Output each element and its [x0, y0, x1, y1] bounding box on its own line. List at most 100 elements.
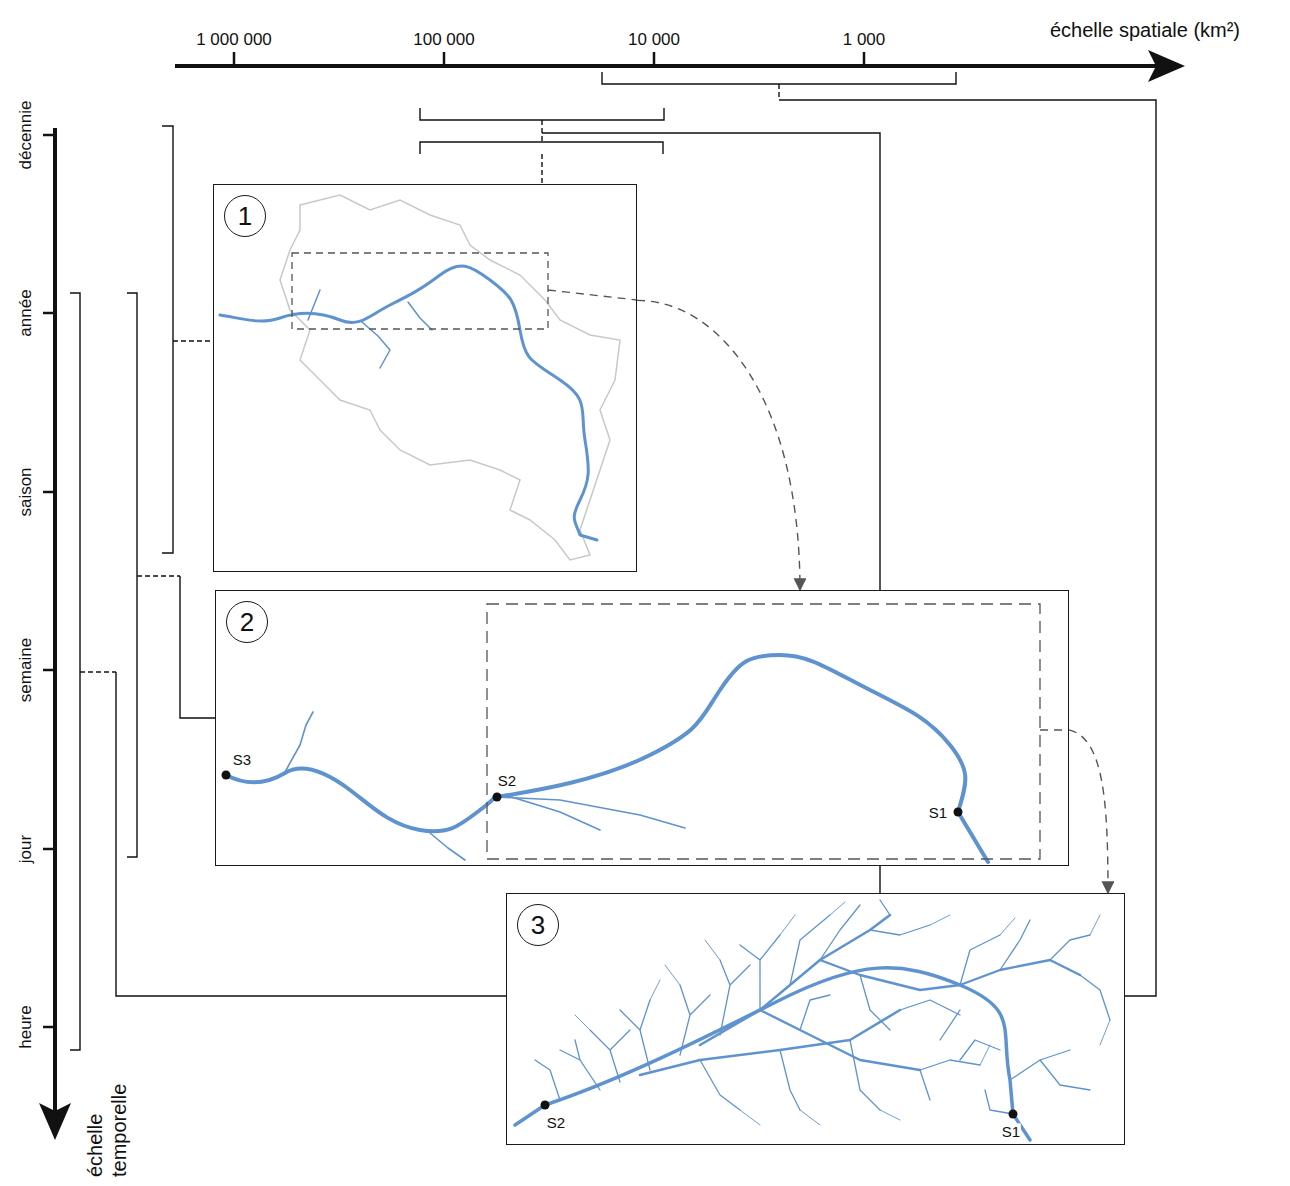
zoom-arrow: [637, 300, 800, 590]
river: [308, 290, 320, 320]
station-label: S1: [928, 804, 948, 821]
scale-bracket: [70, 126, 506, 1050]
station-dot: [493, 793, 502, 802]
river-network: [640, 1010, 900, 1075]
axis-tick-label: 10 000: [628, 30, 680, 50]
bracket-dash: [137, 575, 180, 576]
panel-number: 2: [240, 609, 254, 635]
scale-bracket: [180, 576, 215, 718]
zoom-link: [1040, 729, 1069, 730]
bracket-dash: [778, 84, 779, 100]
scale-bracket: [70, 293, 80, 1050]
river-network: [790, 900, 930, 985]
spatial-axis: [175, 52, 1160, 66]
river-network: [620, 985, 710, 1070]
zoom-arrow: [1069, 730, 1108, 893]
axis-tick-label: saison: [16, 467, 36, 516]
temporal-axis: [43, 312, 55, 315]
station-label: S1: [1001, 1123, 1021, 1140]
station-dot: [541, 1101, 550, 1110]
river-network: [760, 1010, 920, 1070]
panel-number: 1: [238, 203, 252, 229]
station-label: S3: [232, 751, 252, 768]
zoom-link: [548, 290, 637, 300]
axis-tick-label: jour: [16, 835, 36, 863]
scale-bracket: [542, 133, 880, 590]
axis-tick-label: 1 000 000: [196, 30, 272, 50]
axis-title: échelle spatiale (km²): [1050, 19, 1240, 42]
zoom-frame: [487, 604, 1040, 859]
axis-tick-label: année: [16, 289, 36, 336]
spatial-axis: [443, 52, 446, 66]
spatial-axis: [233, 52, 236, 66]
scale-bracket: [420, 142, 663, 154]
river-network: [720, 935, 780, 1035]
spatial-axis: [653, 52, 656, 66]
station-label: S2: [497, 772, 517, 789]
river: [430, 833, 465, 860]
axis-tick-label: décennie: [16, 100, 36, 169]
scale-bracket: [779, 100, 1156, 996]
river-network: [820, 960, 960, 990]
station-dot: [1009, 1110, 1018, 1119]
scale-bracket: [420, 72, 1156, 996]
river: [226, 655, 988, 862]
axis-tick-label: heure: [16, 1005, 36, 1048]
bracket-dash: [80, 671, 116, 672]
bracket-dash: [80, 341, 213, 672]
temporal-axis: [43, 669, 55, 672]
spatial-axis: [863, 52, 866, 66]
river-network: [515, 900, 1110, 1140]
temporal-axis: [43, 134, 55, 137]
bracket-dash: [541, 120, 542, 142]
scale-bracket: [116, 672, 506, 996]
temporal-axis: [43, 491, 55, 494]
temporal-axis: [53, 128, 57, 1115]
station-dot: [541, 1101, 1018, 1119]
river-network: [515, 968, 1030, 1140]
river: [226, 655, 988, 862]
river-network: [700, 1000, 960, 1110]
scale-bracket: [162, 126, 173, 553]
axis-tick-label: semaine: [16, 638, 36, 702]
panel-number-circle: 1: [224, 195, 266, 237]
river-network: [560, 1030, 630, 1090]
panel-number: 3: [531, 912, 545, 938]
scale-panel: 3: [506, 893, 1125, 1145]
scale-panel: 1: [213, 184, 637, 572]
axis-tick-label: 1 000: [843, 30, 886, 50]
bracket-dash: [541, 154, 542, 184]
river-network: [920, 920, 1030, 1100]
panel-number-circle: 3: [517, 904, 559, 946]
basin-outline: [280, 195, 620, 560]
river-network: [960, 960, 1080, 985]
river: [285, 712, 313, 772]
scale-panel: 2: [215, 590, 1069, 866]
temporal-axis: [43, 1026, 55, 1029]
bracket-dash: [173, 340, 213, 341]
scale-bracket: [602, 72, 956, 84]
axis-tick-label: 100 000: [413, 30, 474, 50]
temporal-axis: [43, 128, 55, 1115]
zoom-frame: [292, 253, 548, 329]
spatial-axis: [175, 64, 1160, 68]
temporal-axis: [43, 848, 55, 851]
station-dot: [954, 808, 963, 817]
scale-bracket: [420, 108, 664, 120]
station-dot: [222, 771, 963, 817]
river-network: [535, 975, 1013, 1114]
river: [220, 266, 597, 540]
river: [505, 795, 600, 830]
scale-bracket: [879, 866, 880, 893]
panel-number-circle: 2: [226, 601, 268, 643]
river-network: [1010, 935, 1110, 1090]
river-network: [575, 902, 1110, 1125]
bracket-dash: [542, 84, 779, 184]
scale-bracket: [127, 293, 137, 857]
axis-title: échelle temporelle: [83, 1071, 131, 1177]
river: [408, 302, 432, 330]
axis-arrowhead: [1148, 50, 1185, 82]
